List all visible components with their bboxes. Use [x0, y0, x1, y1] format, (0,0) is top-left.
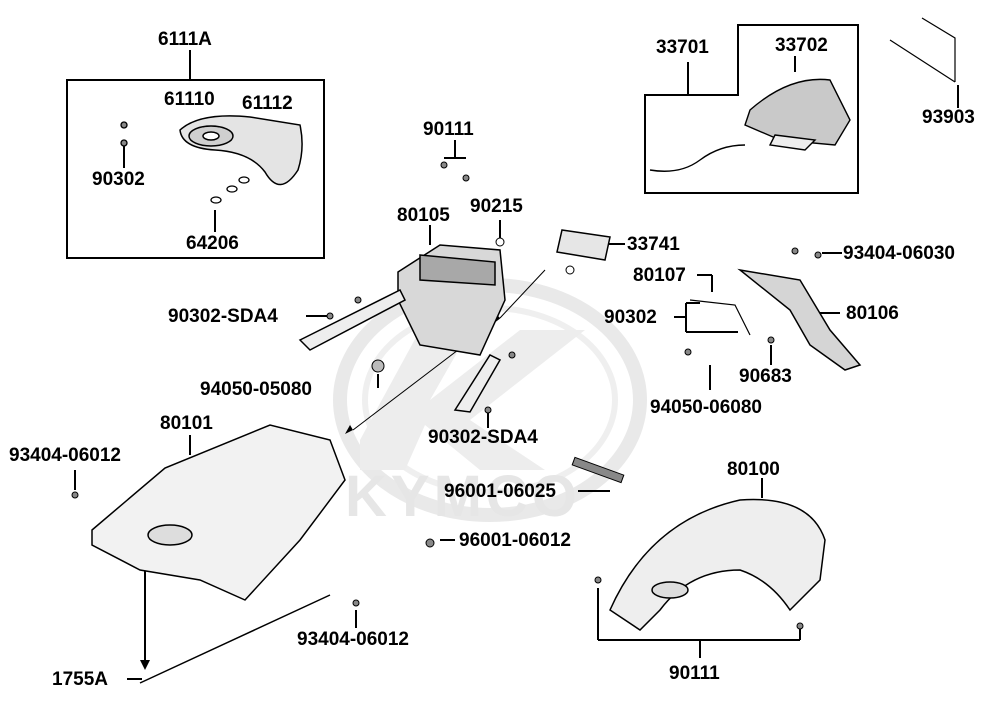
label-64206: 64206	[186, 233, 239, 254]
label-93903: 93903	[922, 107, 975, 128]
label-33701: 33701	[656, 37, 709, 58]
label-80101: 80101	[160, 413, 213, 434]
label-80107: 80107	[633, 265, 686, 286]
label-90302-SDA4-lower: 90302-SDA4	[428, 427, 538, 448]
label-6111A: 6111A	[158, 29, 212, 50]
label-80106: 80106	[846, 303, 899, 324]
label-96001-06025: 96001-06025	[444, 481, 556, 502]
label-90302-right: 90302	[604, 307, 657, 328]
label-33702: 33702	[775, 35, 828, 56]
reflector-plate-part	[556, 229, 611, 261]
watermark-text: KYMCO	[345, 464, 581, 529]
label-61110: 61110	[164, 89, 215, 110]
label-90302-SDA4-upper: 90302-SDA4	[168, 306, 278, 327]
label-61112: 61112	[242, 93, 293, 114]
label-90111-upper: 90111	[423, 119, 474, 140]
label-93404-06012-left: 93404-06012	[9, 445, 121, 466]
rear-fender-part	[609, 498, 826, 631]
taillight-box	[644, 24, 859, 194]
label-80105: 80105	[397, 205, 450, 226]
seat-pad-part	[179, 115, 303, 186]
license-holder-part	[737, 268, 862, 371]
label-80100: 80100	[727, 459, 780, 480]
label-1755A: 1755A	[52, 669, 108, 690]
cable-1755A-part	[139, 594, 331, 684]
label-93404-06012-lower: 93404-06012	[297, 629, 409, 650]
bracket-80107-part	[689, 299, 751, 336]
label-90683: 90683	[739, 366, 792, 387]
label-94050-05080: 94050-05080	[200, 379, 312, 400]
label-90302-seat: 90302	[92, 169, 145, 190]
taillight-part	[649, 78, 851, 172]
label-93404-06030: 93404-06030	[843, 243, 955, 264]
rear-frame-part	[298, 244, 506, 413]
undertray-part	[91, 424, 346, 601]
label-33741: 33741	[627, 234, 680, 255]
label-94050-06080: 94050-06080	[650, 397, 762, 418]
label-90111-lower: 90111	[669, 663, 720, 684]
seat-kit-box	[66, 79, 325, 259]
bracket-93903-part	[889, 17, 956, 83]
label-96001-06012: 96001-06012	[459, 530, 571, 551]
label-90215: 90215	[470, 196, 523, 217]
